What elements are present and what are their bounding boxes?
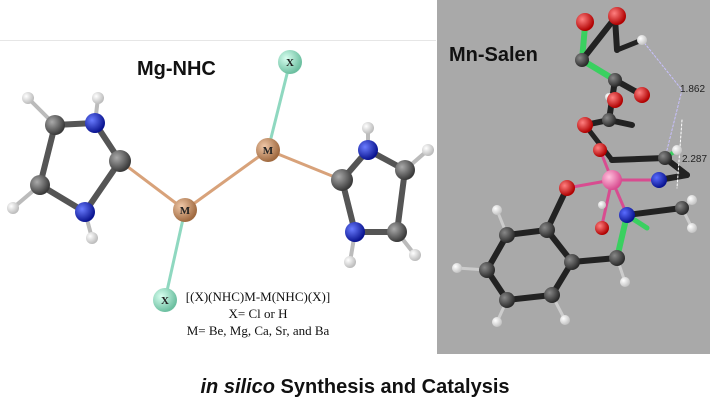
halide-label: X bbox=[286, 57, 294, 69]
hydrogen-atoms bbox=[452, 35, 697, 327]
oxygen-atom bbox=[576, 13, 594, 31]
metal-atoms: M M bbox=[173, 138, 280, 222]
carbon-atom bbox=[544, 287, 560, 303]
oxygen-atom bbox=[634, 87, 650, 103]
hydrogen-atom bbox=[362, 122, 374, 134]
nitrogen-atom bbox=[345, 222, 365, 242]
carbon-atom bbox=[675, 201, 689, 215]
formula-line: M= Be, Mg, Ca, Sr, and Ba bbox=[186, 323, 330, 338]
carbon-atom bbox=[479, 262, 495, 278]
manganese-atom bbox=[602, 170, 622, 190]
hydrogen-atom bbox=[598, 201, 606, 209]
oxygen-atom bbox=[577, 117, 593, 133]
nitrogen-atom bbox=[651, 172, 667, 188]
mg-nhc-molecule: M M X X bbox=[7, 50, 434, 312]
carbon-atom bbox=[45, 115, 65, 135]
nitrogen-atom bbox=[358, 140, 378, 160]
formula-block: [(X)(NHC)M-M(NHC)(X)] X= Cl or H M= Be, … bbox=[158, 288, 358, 339]
halide-atoms: X X bbox=[153, 50, 302, 312]
hydrogen-atom bbox=[687, 195, 697, 205]
hydrogen-atom bbox=[492, 317, 502, 327]
bond-layer bbox=[11, 60, 430, 302]
metal-label: M bbox=[180, 205, 191, 217]
hydrogen-atom bbox=[86, 232, 98, 244]
metal-label: M bbox=[263, 145, 274, 157]
mn-salen-panel: 1.862 2.287 Mn-Salen bbox=[437, 0, 710, 354]
nitrogen-atom bbox=[75, 202, 95, 222]
mn-salen-molecule: 1.862 2.287 bbox=[452, 7, 707, 327]
carbon-atom bbox=[109, 150, 131, 172]
hydrogen-atoms bbox=[7, 92, 434, 268]
halide-atom-x bbox=[153, 288, 177, 312]
hydrogen-atom bbox=[452, 263, 462, 273]
formula-line: [(X)(NHC)M-M(NHC)(X)] bbox=[185, 289, 331, 304]
distance-label: 2.287 bbox=[682, 154, 707, 165]
caption-italic: in silico bbox=[200, 376, 275, 398]
carbon-atom bbox=[575, 53, 589, 67]
metal-atom-m bbox=[173, 198, 197, 222]
carbon-atom bbox=[564, 254, 580, 270]
carbon-atom bbox=[395, 160, 415, 180]
caption-rest: Synthesis and Catalysis bbox=[274, 376, 510, 398]
hydrogen-atom bbox=[620, 277, 630, 287]
hydrogen-atom bbox=[672, 145, 682, 155]
carbon-atom bbox=[499, 227, 515, 243]
hydrogen-atom bbox=[92, 92, 104, 104]
hydrogen-atom bbox=[560, 315, 570, 325]
hydrogen-atom bbox=[344, 256, 356, 268]
nitrogen-atom bbox=[85, 113, 105, 133]
carbon-atom bbox=[539, 222, 555, 238]
mn-salen-title: Mn-Salen bbox=[449, 44, 538, 66]
carbon-atoms bbox=[479, 53, 689, 308]
oxygen-atom bbox=[593, 143, 607, 157]
oxygen-atom bbox=[595, 221, 609, 235]
oxygen-atoms bbox=[559, 7, 650, 235]
carbon-atom bbox=[658, 151, 672, 165]
hydrogen-atom bbox=[687, 223, 697, 233]
nitrogen-atoms bbox=[75, 113, 378, 242]
halide-atom-x bbox=[278, 50, 302, 74]
hydrogen-atom bbox=[22, 92, 34, 104]
carbon-atom bbox=[609, 250, 625, 266]
mg-nhc-panel: M M X X Mg-NHC [(X)(NHC)M-M(NHC)(X)] X= … bbox=[0, 40, 436, 339]
panel-top-divider bbox=[0, 40, 436, 41]
hydrogen-atom bbox=[7, 202, 19, 214]
carbon-atom bbox=[331, 169, 353, 191]
nitrogen-atom bbox=[619, 207, 635, 223]
oxygen-atom bbox=[608, 7, 626, 25]
hydrogen-atom bbox=[637, 35, 647, 45]
mg-nhc-title: Mg-NHC bbox=[137, 58, 216, 80]
hydrogen-atom bbox=[422, 144, 434, 156]
carbon-atoms bbox=[30, 115, 415, 242]
figure-caption: in silico Synthesis and Catalysis bbox=[0, 376, 710, 399]
carbon-atom bbox=[387, 222, 407, 242]
oxygen-atom bbox=[559, 180, 575, 196]
carbon-atom bbox=[608, 73, 622, 87]
metal-atom-m bbox=[256, 138, 280, 162]
nitrogen-atoms bbox=[619, 172, 667, 223]
hydrogen-atom bbox=[409, 249, 421, 261]
hydrogen-atom bbox=[492, 205, 502, 215]
carbon-atom bbox=[30, 175, 50, 195]
carbon-atom bbox=[499, 292, 515, 308]
oxygen-atom bbox=[607, 92, 623, 108]
carbon-atom bbox=[602, 113, 616, 127]
halide-label: X bbox=[161, 295, 169, 307]
formula-line: X= Cl or H bbox=[228, 306, 288, 321]
distance-label: 1.862 bbox=[680, 84, 705, 95]
